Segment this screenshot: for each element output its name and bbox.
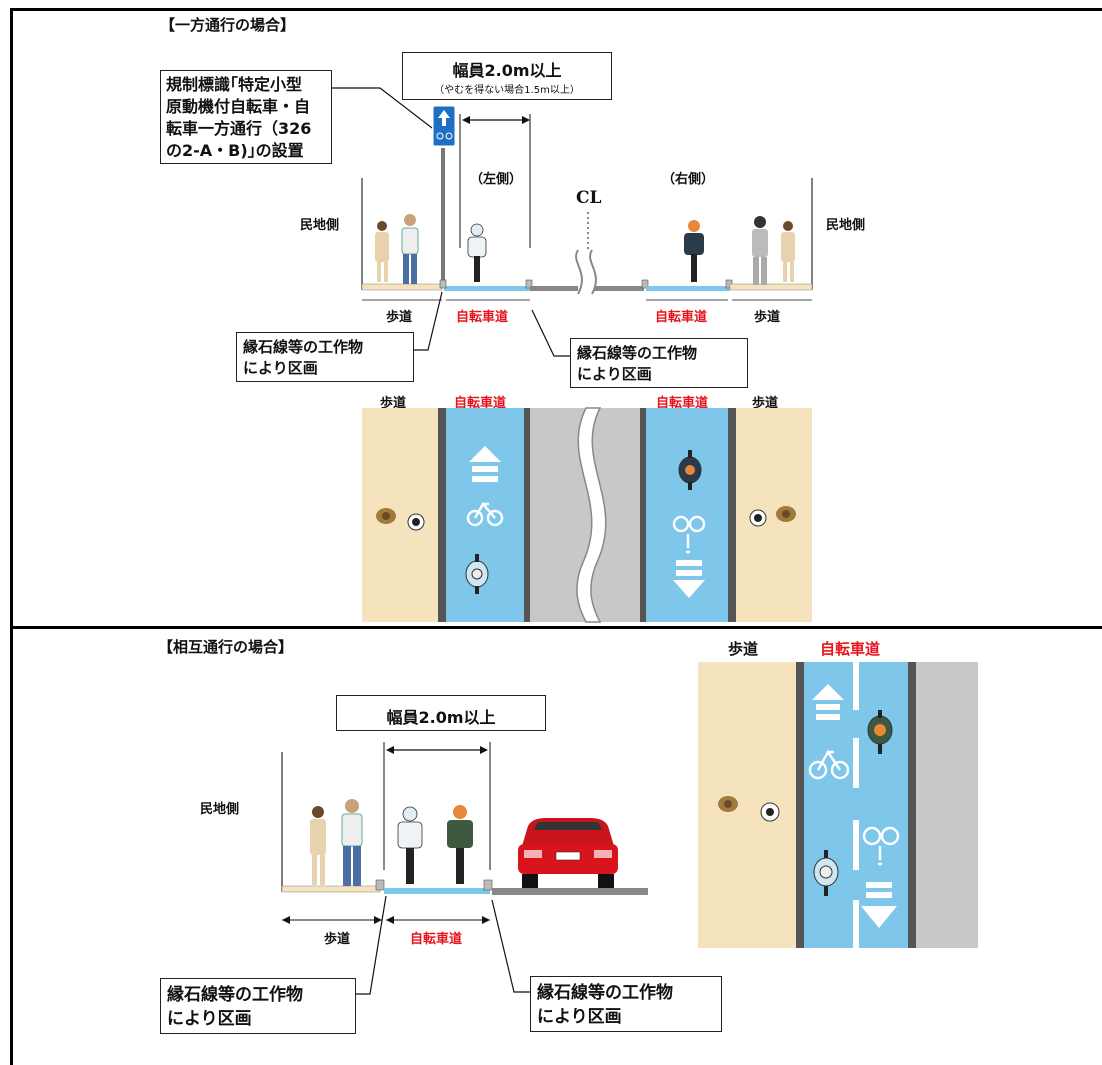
cyclist-icon-right [684, 220, 704, 282]
width-note-label: （やむを得ない場合1.5m以上） [434, 85, 580, 96]
two-way-down-arrow-marking [861, 882, 897, 928]
plan-bike-lane-right-label: 自転車道 [656, 396, 709, 411]
two-way-plan-bike-lane-label: 自転車道 [820, 640, 881, 658]
two-way-plan-sidewalk [698, 662, 796, 948]
road-strip-right [594, 286, 644, 291]
plan-curb-left-1 [438, 408, 446, 622]
width-label-box: 幅員2.0m以上 （やむを得ない場合1.5m以上） [402, 52, 612, 100]
callout-line-1: 縁石線等の工作物 [167, 985, 303, 1005]
plan-sidewalk-left [362, 408, 438, 622]
two-way-section-title: 【相互通行の場合】 [158, 638, 294, 656]
curb-callout-right: 縁石線等の工作物 により区画 [570, 338, 748, 388]
two-way-cyclist-top-view-1 [867, 710, 893, 754]
bike-lane-strip-right [646, 286, 730, 291]
sidewalk-strip-right [729, 283, 813, 291]
sign-line-4: の2-A・B)｣の設置 [166, 141, 304, 160]
two-way-pedestrian-icon-2 [341, 799, 363, 886]
plan-curb-right-2 [728, 408, 736, 622]
callout-line-1: 縁石線等の工作物 [243, 338, 364, 356]
road-strip-left [530, 286, 578, 291]
callout-line-2: により区画 [167, 1009, 252, 1029]
two-way-pedestrian-icon-1 [310, 806, 326, 885]
pedestrian-icon-left-1 [375, 221, 389, 282]
callout-line-1: 縁石線等の工作物 [537, 983, 673, 1003]
curb-callout-left: 縁石線等の工作物 により区画 [236, 332, 414, 382]
two-way-road-strip [492, 888, 648, 895]
two-way-bike-lane-strip [384, 888, 490, 894]
cyclist-icon-left [467, 223, 487, 282]
two-way-section-frame [10, 626, 1102, 1065]
two-way-plan-sidewalk-label: 歩道 [728, 640, 759, 658]
sign-leader-line [332, 87, 433, 129]
two-way-cyclist-icon-1 [397, 806, 423, 884]
plan-curb-left-2 [524, 408, 530, 622]
plan-sidewalk-right [736, 408, 812, 622]
pedestrian-icon-left-2 [401, 214, 419, 284]
one-way-section-title: 【一方通行の場合】 [160, 16, 296, 34]
callout-line-2: により区画 [537, 1007, 622, 1027]
right-side-label: （右側） [662, 172, 715, 187]
sign-line-2: 原動機付自転車・自 [166, 97, 311, 116]
callout-line-1: 縁石線等の工作物 [577, 344, 698, 362]
two-way-cyclist-top-view-2 [813, 850, 839, 896]
bicycle-marking-right [672, 515, 706, 554]
sign-arrow-icon [438, 110, 450, 126]
two-way-plan-pedestrian-2 [760, 802, 780, 822]
one-way-section-frame [10, 8, 1102, 628]
plan-curb-right-1 [640, 408, 646, 622]
plan-pedestrian-right-1 [749, 509, 767, 527]
private-land-left-label: 民地側 [300, 218, 340, 233]
two-way-plan-curb-1 [796, 662, 804, 948]
plan-pedestrian-left-2 [407, 513, 425, 531]
two-way-bike-lane-label: 自転車道 [410, 932, 463, 947]
pedestrian-icon-right-2 [781, 221, 795, 282]
two-way-up-arrow-marking [812, 684, 844, 720]
bike-lane-strip-left [444, 286, 530, 291]
bike-lane-right-label: 自転車道 [655, 310, 708, 325]
bicycle-marking-left [466, 501, 504, 527]
centerline-label: CL [576, 188, 602, 208]
width-main-label: 幅員2.0m以上 [452, 61, 562, 80]
two-way-cyclist-icon-2 [447, 805, 473, 884]
plan-bike-lane-left [446, 408, 524, 622]
two-way-bicycle-marking-right [862, 826, 900, 866]
two-way-center-dash-line [853, 662, 859, 948]
down-arrow-marking-right [673, 560, 705, 598]
plan-pedestrian-right-2 [776, 506, 796, 522]
private-land-right-label: 民地側 [826, 218, 866, 233]
sign-description-box: 規制標識｢特定小型 原動機付自転車・自 転車一方通行（326 の2-A・B)｣の… [160, 70, 332, 164]
two-way-bicycle-marking-left [808, 749, 850, 780]
sidewalk-left-label: 歩道 [386, 310, 413, 325]
plan-sidewalk-left-label: 歩道 [380, 396, 407, 411]
bike-lane-left-label: 自転車道 [456, 310, 509, 325]
road-break-symbol [575, 249, 597, 295]
two-way-plan-pedestrian-1 [718, 796, 738, 812]
plan-pedestrian-left-1 [376, 508, 396, 524]
up-arrow-marking-left [469, 446, 501, 482]
two-way-curb-callout-right: 縁石線等の工作物 により区画 [530, 976, 722, 1032]
two-way-plan-curb-2 [908, 662, 916, 948]
sign-line-1: 規制標識｢特定小型 [166, 75, 303, 94]
sign-line-3: 転車一方通行（326 [166, 119, 312, 138]
callout-line-2: により区画 [243, 359, 318, 377]
plan-bike-lane-left-label: 自転車道 [454, 396, 507, 411]
two-way-sidewalk-label: 歩道 [324, 932, 351, 947]
two-way-width-label: 幅員2.0m以上 [386, 708, 496, 727]
two-way-curb-callout-left: 縁石線等の工作物 により区画 [160, 978, 356, 1034]
two-way-width-label-box: 幅員2.0m以上 [336, 695, 546, 731]
cyclist-top-view-left [465, 554, 489, 594]
plan-road-break [576, 407, 607, 623]
left-side-label: （左側） [470, 172, 523, 187]
cyclist-top-view-right [678, 450, 702, 490]
two-way-plan-road [916, 662, 978, 948]
callout-line-2: により区画 [577, 365, 652, 383]
two-way-private-land-label: 民地側 [200, 802, 240, 817]
sidewalk-right-label: 歩道 [754, 310, 781, 325]
pedestrian-icon-right-1 [752, 216, 768, 285]
plan-sidewalk-right-label: 歩道 [752, 396, 779, 411]
two-way-sidewalk-strip [281, 885, 381, 893]
car-rear-icon [518, 818, 618, 888]
